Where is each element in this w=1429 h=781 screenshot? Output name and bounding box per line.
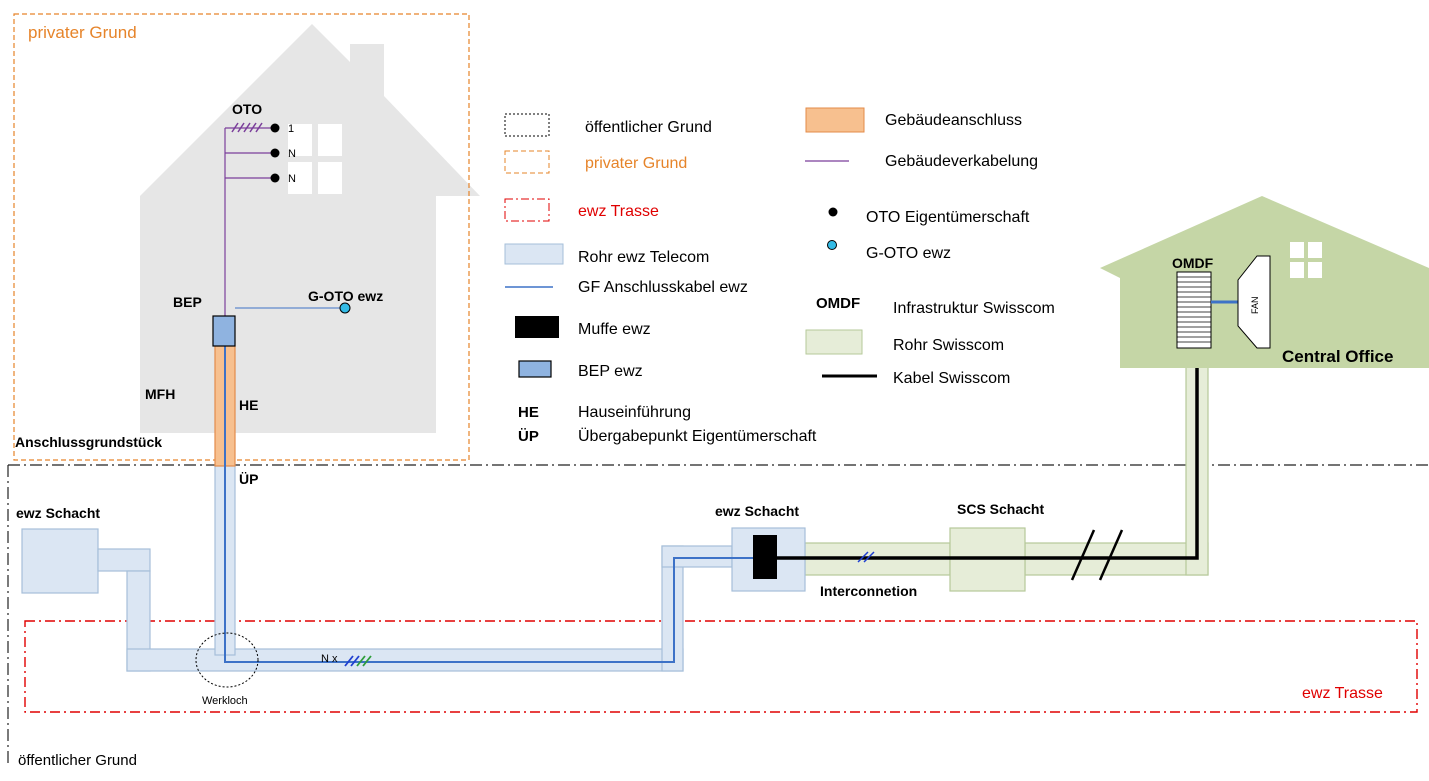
public-ground-label: öffentlicher Grund	[18, 752, 137, 769]
bep-label: BEP	[173, 294, 202, 310]
g-oto-ewz-icon	[339, 302, 351, 314]
g-oto-label: G-OTO ewz	[308, 288, 383, 304]
ewz-trasse-boundary	[24, 620, 1418, 713]
blue-dot-icon	[827, 240, 837, 250]
omdf-label: OMDF	[1172, 255, 1214, 271]
orange-fill-box-icon	[805, 107, 865, 133]
fiber-cable-ewz	[224, 346, 760, 663]
private-ground-boundary	[13, 13, 470, 461]
mfh-label: MFH	[145, 386, 175, 402]
red-dashdot-box-icon	[504, 198, 550, 222]
legend-infrastruktur-swisscom: Infrastruktur Swisscom	[893, 300, 1055, 317]
house-silhouette	[140, 24, 480, 433]
orange-dashed-box-icon	[504, 150, 550, 174]
ewz-schacht-mid-label: ewz Schacht	[715, 503, 799, 519]
fiber-hash-marks-trench	[344, 655, 372, 667]
legend-rohr-swisscom: Rohr Swisscom	[893, 337, 1004, 354]
bep-box	[212, 315, 236, 347]
green-pipe-icon	[805, 329, 863, 355]
legend-g-oto-ewz: G-OTO ewz	[866, 245, 951, 262]
he-label: HE	[239, 397, 258, 413]
legend-oeffentlicher-grund: öffentlicher Grund	[585, 119, 712, 136]
ewz-pipe-network	[21, 464, 733, 672]
ewz-pipe-icon	[504, 243, 564, 265]
oto-port-3: N	[288, 173, 296, 185]
oto-port-1: 1	[288, 123, 294, 135]
werkloch-marker	[195, 632, 259, 688]
dotted-box-icon	[504, 113, 550, 137]
oto-label: OTO	[232, 101, 262, 117]
legend-right: Gebäudeanschluss Gebäudeverkabelung OTO …	[805, 107, 1055, 387]
central-office-label: Central Office	[1282, 347, 1393, 366]
legend-omdf-abbr: OMDF	[816, 295, 860, 312]
legend-privater-grund: privater Grund	[585, 155, 687, 172]
legend-muffe-ewz: Muffe ewz	[578, 321, 651, 338]
building-wiring	[224, 127, 275, 316]
legend-left: öffentlicher Grund privater Grund ewz Tr…	[504, 113, 817, 445]
legend-gebaeudeanschluss: Gebäudeanschluss	[885, 112, 1022, 129]
legend-uebergabepunkt: Übergabepunkt Eigentümerschaft	[578, 427, 817, 445]
legend-oto-eigentuemerschaft: OTO Eigentümerschaft	[866, 209, 1030, 226]
legend-kabel-swisscom: Kabel Swisscom	[893, 370, 1010, 387]
fan-label: FAN	[1250, 296, 1260, 314]
fiber-count-label: N x	[321, 653, 338, 665]
black-box-icon	[515, 316, 559, 338]
cable-break-marks	[1070, 529, 1124, 581]
bep-box-icon	[518, 360, 552, 378]
interconnection-label: Interconnetion	[820, 583, 917, 599]
scs-schacht-label: SCS Schacht	[957, 501, 1044, 517]
legend-ewz-trasse: ewz Trasse	[578, 203, 659, 220]
muffe-ewz	[753, 535, 777, 579]
werkloch-label: Werkloch	[202, 695, 248, 707]
wiring-hash-marks	[231, 122, 263, 133]
omdf-rack	[1176, 271, 1212, 349]
legend-rohr-ewz: Rohr ewz Telecom	[578, 249, 709, 266]
fan-unit	[1237, 255, 1271, 349]
ewz-schacht-left-label: ewz Schacht	[16, 505, 100, 521]
public-ground-boundary	[7, 464, 1429, 765]
co-window-icon	[1290, 242, 1322, 278]
legend-hauseinfuehrung: Hauseinführung	[578, 404, 691, 421]
oto-port-2: N	[288, 148, 296, 160]
legend-gebaeudeverkabelung: Gebäudeverkabelung	[885, 153, 1038, 170]
black-dot-icon	[828, 207, 838, 217]
oto-socket-icon	[270, 123, 280, 183]
ewz-schacht-left-box	[21, 528, 99, 594]
private-ground-label: privater Grund	[28, 23, 137, 42]
ewz-trasse-label: ewz Trasse	[1302, 685, 1383, 702]
legend-bep-ewz: BEP ewz	[578, 363, 643, 380]
fiber-hash-marks-interconnection	[857, 551, 875, 563]
legend-up-abbr: ÜP	[518, 428, 539, 445]
legend-gf-anschlusskabel: GF Anschlusskabel ewz	[578, 279, 748, 296]
up-label: ÜP	[239, 471, 258, 487]
legend-he-abbr: HE	[518, 404, 539, 421]
anschlussgrundstueck-label: Anschlussgrundstück	[15, 434, 162, 450]
house-window-icon	[288, 124, 342, 194]
swisscom-cable	[775, 350, 1199, 560]
